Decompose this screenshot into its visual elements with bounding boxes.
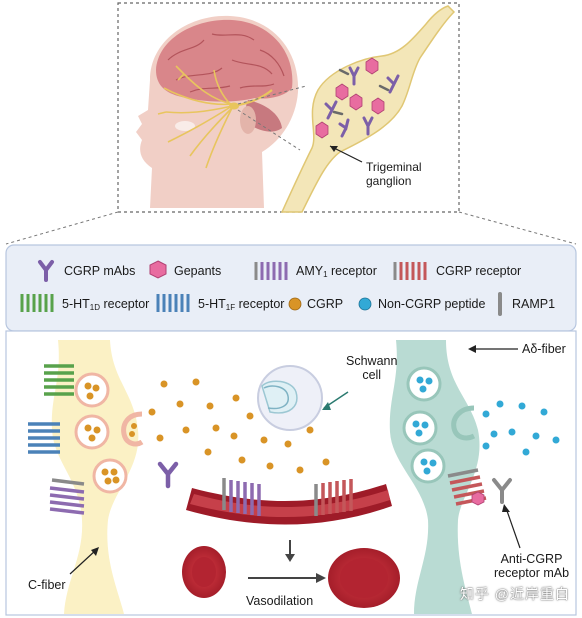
- cgrp-receptor-icon: [393, 262, 427, 280]
- legend-label-ramp1: RAMP1: [512, 297, 556, 311]
- vasodilation-label: Vasodilation: [246, 594, 314, 608]
- ganglion-contents: [315, 57, 400, 139]
- vessel-dilated: [328, 548, 400, 608]
- anti-ab-label: Anti-CGRP receptor mAb: [494, 552, 570, 580]
- schwann-cell: [257, 365, 323, 431]
- blood-vessel: [186, 484, 392, 525]
- c-fiber-arrow: [69, 549, 97, 575]
- cgrp-receptor-vessel: [314, 479, 353, 516]
- amy1-receptor-c-fiber: [49, 478, 85, 515]
- head-illustration: [136, 15, 299, 208]
- c-fiber-arrow-head: [91, 547, 99, 556]
- anti-receptor-mab: [492, 478, 512, 504]
- vasodilation-arrow-head: [316, 573, 326, 583]
- ganglion-label: Trigeminal ganglion: [366, 160, 422, 188]
- legend-label-ht1d: 5-HT1D receptor: [62, 297, 150, 312]
- legend-label-amy1: AMY1 receptor: [296, 264, 377, 279]
- hexagon-icon: [149, 260, 167, 279]
- ganglion-enlarged: [280, 5, 456, 213]
- cgrp-released: [148, 378, 330, 474]
- c-fiber-vesicles: [74, 372, 144, 494]
- legend-box: [5, 244, 577, 332]
- schwann-label: Schwann cell: [346, 354, 398, 382]
- down-arrow-head: [285, 554, 295, 562]
- ht1d-receptor-icon: [20, 294, 54, 312]
- legend-label-gepants: Gepants: [174, 264, 222, 278]
- a-delta-label: Aδ-fiber: [522, 342, 566, 356]
- cgrp-mab: [157, 461, 179, 489]
- a-delta-arrow-head: [468, 345, 476, 353]
- zoom-line: [458, 211, 577, 245]
- ganglion-marker: [229, 102, 239, 110]
- gepant-a-delta: [471, 491, 485, 506]
- legend-label-cgrp-receptor: CGRP receptor: [436, 264, 522, 278]
- ganglion-arrow-head: [330, 146, 338, 152]
- cgrp-dot-icon: [288, 297, 302, 311]
- anti-ab-arrow: [505, 507, 521, 549]
- vessel-constricted: [182, 546, 226, 598]
- a-delta-vesicles: [402, 366, 476, 484]
- non-cgrp-dot-icon: [358, 297, 372, 311]
- antibody-icon: [38, 260, 54, 282]
- amy1-receptor-icon: [254, 262, 288, 280]
- ht1f-receptor-icon: [156, 294, 190, 312]
- schwann-arrow-head: [322, 402, 331, 410]
- zoom-line: [237, 109, 301, 151]
- watermark: 知乎 @近岸重白: [459, 586, 570, 602]
- legend-label-cgrp: CGRP: [307, 297, 344, 311]
- cgrp-receptor-a-delta: [447, 468, 487, 506]
- amy1-receptor-vessel: [222, 478, 261, 516]
- blood-vessel-lumen: [190, 490, 390, 518]
- c-fiber-label: C-fiber: [28, 578, 66, 592]
- zoom-line: [5, 211, 119, 245]
- legend-label-ht1f: 5-HT1F receptor: [198, 297, 285, 312]
- ht1f-receptor-c-fiber: [28, 422, 60, 454]
- legend-label-non-cgrp: Non-CGRP peptide: [378, 297, 486, 311]
- legend-label-cgrp-mabs: CGRP mAbs: [64, 264, 136, 278]
- ht1d-receptor-c-fiber: [44, 364, 74, 396]
- non-cgrp-released: [482, 400, 560, 456]
- anti-ab-arrow-head: [502, 504, 510, 512]
